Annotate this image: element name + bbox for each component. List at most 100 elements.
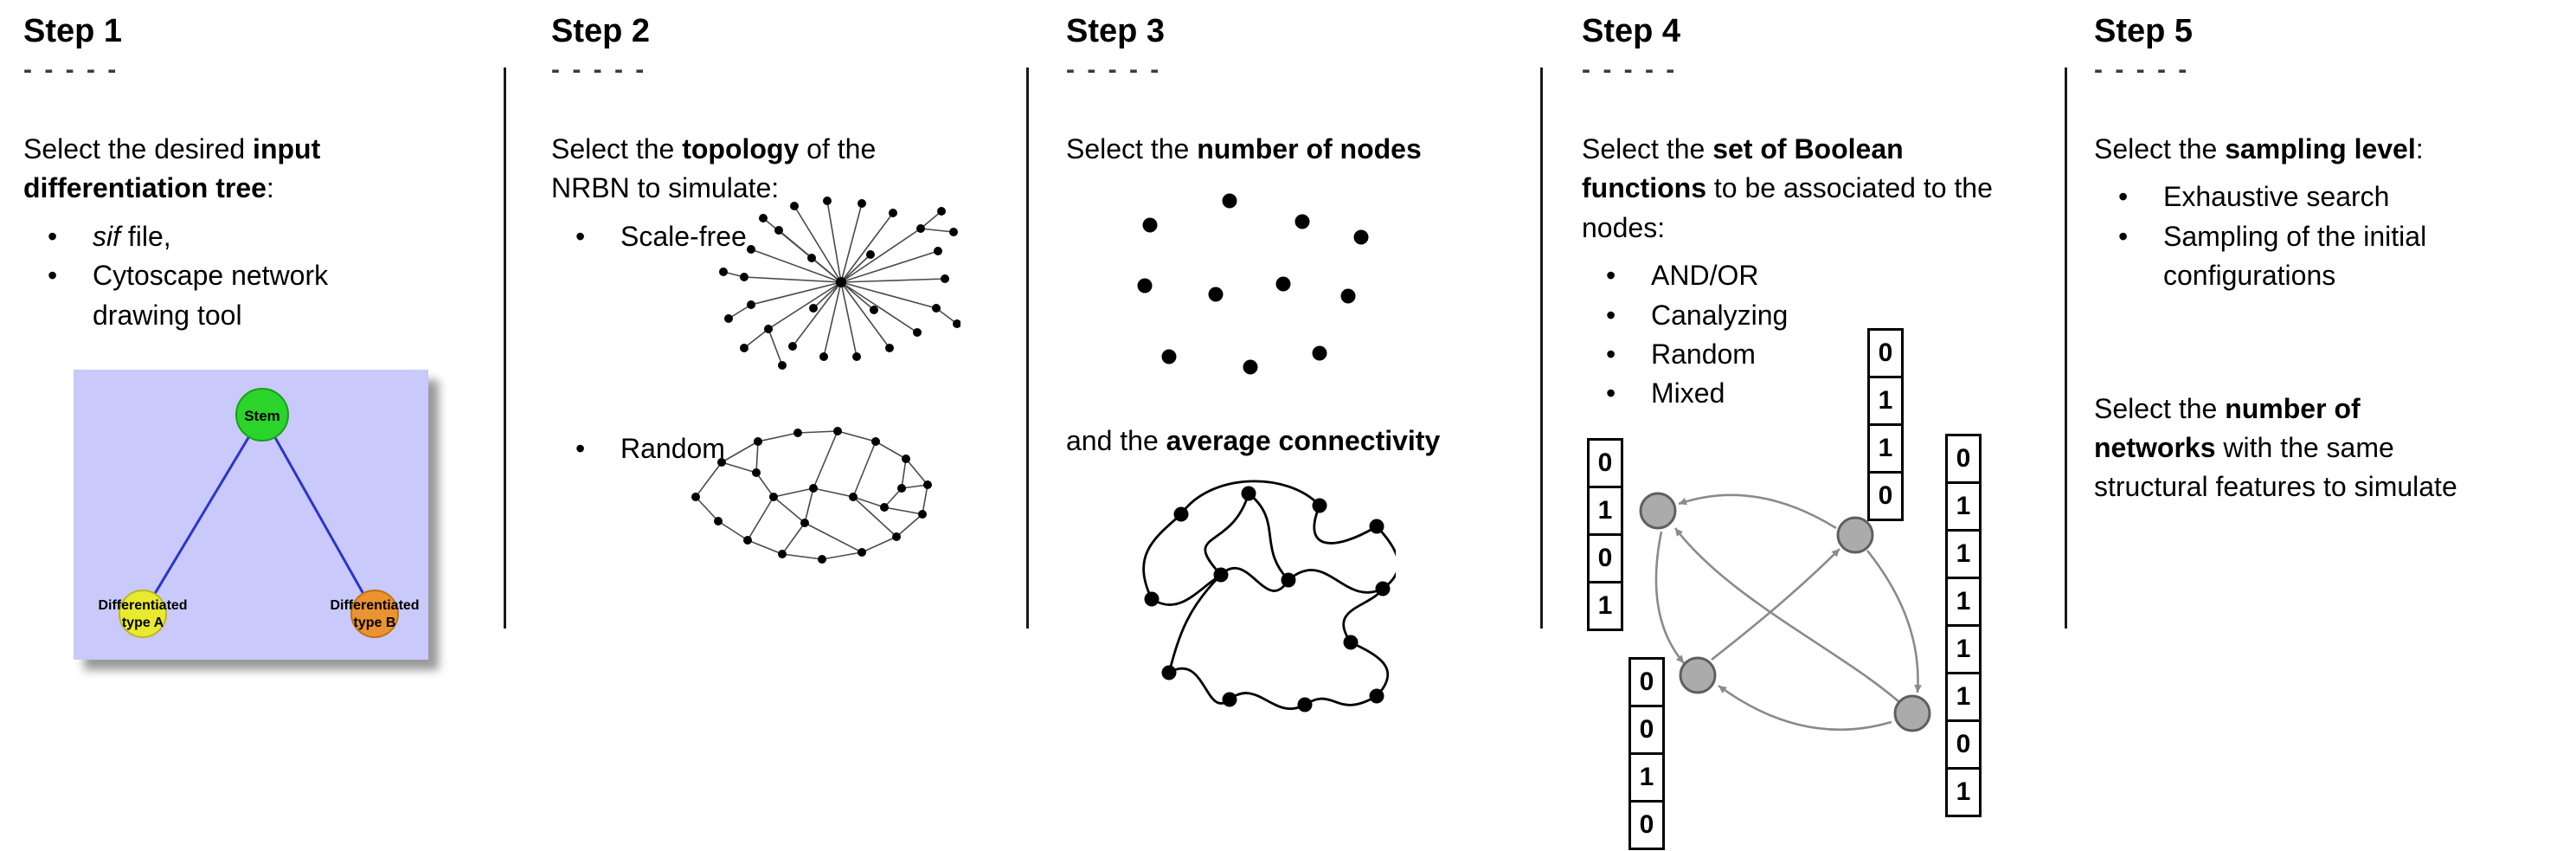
- step-3-title: Step 3: [1066, 13, 1166, 49]
- bullet-marker: •: [48, 220, 58, 252]
- sif-italic: sif: [93, 220, 120, 252]
- step-3-dashes: - - - - -: [1066, 55, 1162, 84]
- table-cell: 1: [1628, 752, 1665, 803]
- divider-2: [1026, 68, 1029, 629]
- random-network-graphic: [691, 427, 932, 564]
- bullet-marker: •: [2118, 181, 2129, 213]
- connectivity-network-graphic: [1142, 480, 1396, 712]
- step-1-bullets: • sif file, • Cytoscape network drawing …: [23, 217, 421, 335]
- gene-node: [1679, 656, 1717, 694]
- intro-text: :: [2415, 132, 2424, 164]
- bullet-sampling-initial: • Sampling of the initial configurations: [2094, 217, 2570, 296]
- step-3-column: Step 3 - - - - - Select the number of no…: [1066, 13, 1538, 461]
- step-2-bullets: • Scale-free • Random: [551, 217, 958, 469]
- step-5-dashes: - - - - -: [2094, 55, 2190, 84]
- table-cell: 1: [1945, 624, 1982, 674]
- stem-label: Stem: [244, 408, 280, 424]
- gene-node: [1639, 492, 1677, 530]
- intro-text: Select the: [551, 132, 683, 164]
- bullet-text: Sampling of the initial configurations: [2163, 220, 2427, 292]
- type-a-label-2: type A: [122, 616, 164, 630]
- intro-text: Select the desired: [23, 132, 254, 164]
- table-cell: 0: [1867, 471, 1904, 521]
- table-cell: 1: [1945, 577, 1982, 627]
- differentiation-tree-figure: Stem Differentiated type A Differentiate…: [74, 370, 428, 660]
- bullet-marker: •: [575, 220, 586, 252]
- type-b-label-1: Differentiated: [330, 598, 419, 613]
- bullet-text: Canalyzing: [1651, 299, 1789, 331]
- table-cell: 0: [1587, 438, 1623, 488]
- step-2-dashes: - - - - -: [551, 55, 647, 84]
- step-2-intro: Select the topology of the NRBN to simul…: [551, 130, 958, 209]
- intro-bold: number of nodes: [1197, 132, 1422, 164]
- bullet-mixed: • Mixed: [1582, 374, 2010, 413]
- bullet-and-or: • AND/OR: [1582, 256, 2010, 295]
- bullet-random-functions: • Random: [1582, 335, 2010, 374]
- bullet-text: sif file,: [93, 217, 171, 256]
- bullet-marker: •: [1606, 338, 1616, 370]
- intro-bold: sampling level: [2225, 132, 2416, 164]
- bullet-marker: •: [48, 260, 58, 292]
- gene-node: [1836, 516, 1874, 554]
- table-cell: 1: [1867, 423, 1904, 474]
- intro-text: of the NRBN to simulate:: [551, 132, 877, 204]
- bullet-marker: •: [1606, 260, 1616, 292]
- bullet-marker: •: [2118, 220, 2129, 252]
- bullet-cytoscape: • Cytoscape network drawing tool: [23, 256, 421, 335]
- step-4-title: Step 4: [1582, 13, 1681, 49]
- step-5-networks-text: Select the number of networks with the s…: [2094, 390, 2475, 507]
- step-3-intro: Select the number of nodes: [1066, 130, 1538, 169]
- step-5-title: Step 5: [2094, 13, 2194, 49]
- bullet-text: Cytoscape network drawing tool: [93, 260, 329, 331]
- step-5-intro: Select the sampling level:: [2094, 130, 2570, 169]
- table-cell: 1: [1587, 486, 1623, 536]
- intro-text: to be associated to the nodes:: [1582, 172, 1993, 243]
- step-3-connectivity-text: and the average connectivity: [1066, 422, 1538, 461]
- bullet-canalyzing: • Canalyzing: [1582, 296, 2010, 335]
- differentiation-tree-svg: Stem Differentiated type A Differentiate…: [98, 388, 420, 638]
- step-2-column: Step 2 - - - - - Select the topology of …: [551, 13, 958, 469]
- type-b-node: [350, 590, 399, 638]
- bullet-text: Exhaustive search: [2163, 181, 2390, 213]
- stem-node: [235, 388, 289, 442]
- step-1-dashes: - - - - -: [23, 55, 119, 84]
- table-cell: 1: [1945, 672, 1982, 722]
- intro-text: Select the: [1066, 132, 1198, 164]
- step-1-column: Step 1 - - - - - Select the desired inpu…: [23, 13, 421, 335]
- table-cell: 0: [1628, 657, 1665, 707]
- bullet-text: Scale-free: [620, 220, 747, 252]
- divider-1: [504, 68, 506, 629]
- table-cell: 0: [1628, 800, 1665, 850]
- bullet-text: Mixed: [1651, 377, 1725, 409]
- bullet-exhaustive-search: • Exhaustive search: [2094, 177, 2570, 216]
- divider-4: [2065, 68, 2067, 629]
- intro-text: Select the: [2094, 392, 2226, 424]
- step-4-column: Step 4 - - - - - Select the set of Boole…: [1582, 13, 2010, 414]
- bullet-text: Random: [1651, 338, 1756, 370]
- table-cell: 1: [1587, 581, 1623, 631]
- table-cell: 0: [1628, 705, 1665, 755]
- step-2-title: Step 2: [551, 13, 651, 49]
- type-b-label-2: type B: [354, 616, 396, 630]
- tree-branch-right: [260, 414, 376, 615]
- intro-bold: topology: [682, 132, 800, 164]
- step-5-bullets: • Exhaustive search • Sampling of the in…: [2094, 177, 2570, 295]
- table-cell: 0: [1867, 328, 1904, 378]
- table-cell: 1: [1945, 481, 1982, 532]
- bullet-marker: •: [1606, 299, 1616, 331]
- table-cell: 0: [1587, 533, 1623, 583]
- type-a-node: [119, 590, 167, 638]
- table-cell: 0: [1945, 434, 1982, 484]
- table-cell: 1: [1945, 529, 1982, 579]
- bullet-text: Random: [620, 433, 725, 465]
- bullet-sif-file: • sif file,: [23, 217, 421, 256]
- intro-bold: input differentiation tree: [23, 132, 321, 204]
- intro-bold: average connectivity: [1166, 425, 1441, 457]
- step-4-intro: Select the set of Boolean functions to b…: [1582, 130, 2010, 248]
- nodes-scatter-graphic: [1137, 193, 1369, 375]
